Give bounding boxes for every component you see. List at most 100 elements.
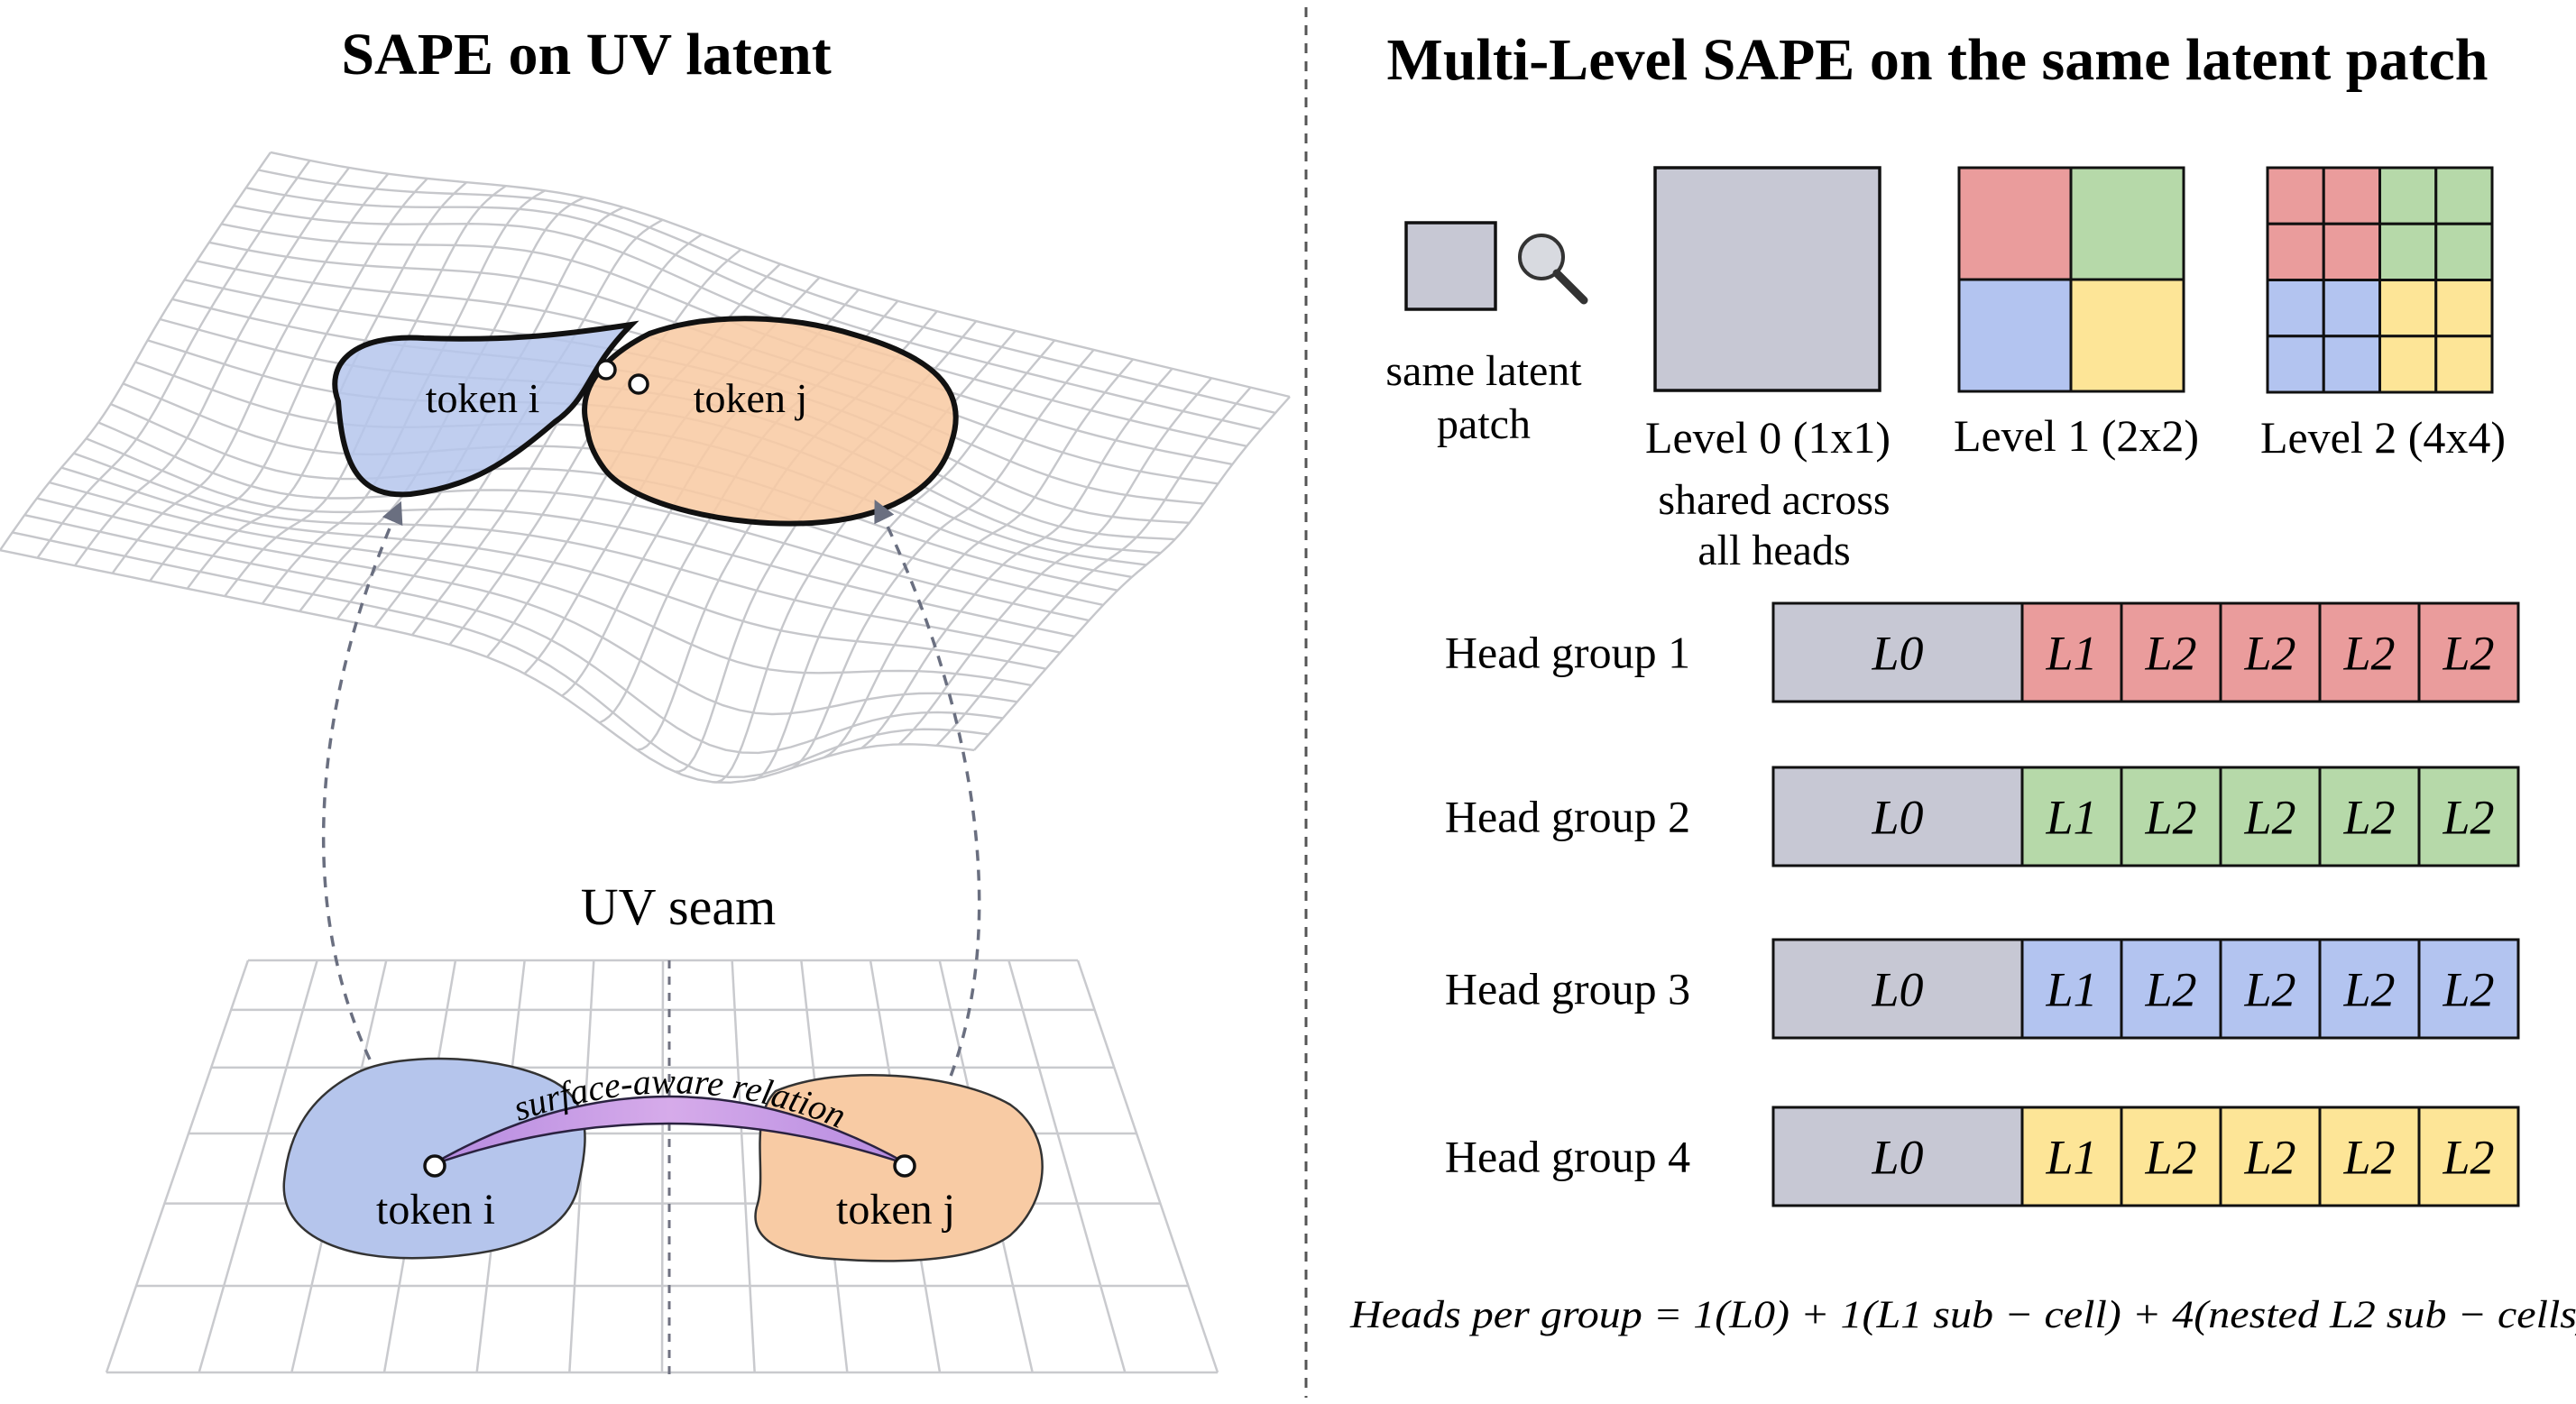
head-cell-label: L1 (2045, 791, 2097, 845)
head-cell (2318, 766, 2421, 867)
level-2-grid (2266, 166, 2494, 394)
mesh-line (73, 452, 1061, 654)
head-cell-label: L1 (2045, 1131, 2097, 1185)
head-cell (2020, 766, 2123, 867)
head-cell (2318, 1106, 2421, 1207)
head-cell-label: L0 (1871, 963, 1923, 1017)
head-cell-label: L1 (2045, 963, 2097, 1017)
mesh-line (49, 481, 1032, 687)
head-cell-label: L0 (1871, 791, 1923, 845)
level-2-cell (2266, 222, 2325, 281)
head-cell-label: L0 (1871, 627, 1923, 681)
level-2-cell (2322, 335, 2381, 394)
level-0-note-line-1: shared across (1658, 476, 1890, 524)
surface-token-j-point (628, 373, 649, 395)
head-cell (2120, 766, 2222, 867)
level-2-cell (2322, 222, 2381, 281)
uv-token-i-label: token i (376, 1186, 495, 1234)
mesh-line (36, 497, 1017, 716)
heads-formula: Heads per group = 1(L0) + 1(L1 sub − cel… (1349, 1294, 2576, 1336)
mesh-line (24, 514, 1003, 755)
surface-token-j-region (582, 316, 959, 527)
mesh-line (270, 151, 1291, 399)
head-cell-label: L2 (2144, 791, 2196, 845)
surface-token-regions: token i token j (332, 316, 959, 527)
head-cell-label: L2 (2342, 963, 2395, 1017)
head-cell-label: L1 (2045, 627, 2097, 681)
uv-grid-line (1076, 959, 1219, 1373)
head-cell-label: L2 (2243, 1131, 2295, 1185)
mesh-line (973, 396, 1291, 751)
surface-token-i-region (332, 320, 639, 498)
level-2-cell (2378, 166, 2438, 225)
head-cell (2417, 601, 2520, 703)
head-cell (2219, 1106, 2322, 1207)
head-cell-label: L2 (2243, 963, 2295, 1017)
mesh-line (12, 531, 989, 779)
uv-grid-line (105, 959, 250, 1373)
latent-patch-square (1404, 221, 1497, 311)
uv-grid-line (198, 959, 318, 1373)
mesh-line (935, 386, 1252, 747)
magnifier-icon (1518, 234, 1588, 305)
surface-token-i-label: token i (426, 375, 539, 421)
mesh-line (60, 466, 1046, 670)
level-2-cell (2322, 279, 2381, 338)
mesh-line (97, 421, 1090, 622)
left-title: SAPE on UV latent (341, 22, 831, 87)
head-cell-label: L2 (2442, 791, 2494, 845)
arrow-icon (874, 499, 981, 1165)
head-cell (1771, 601, 2024, 703)
head-group-label: Head group 1 (1445, 628, 1690, 678)
mesh-line (86, 437, 1075, 638)
head-group-label: Head group 3 (1445, 964, 1690, 1014)
mesh-line (245, 187, 1262, 431)
head-cell (2318, 938, 2421, 1040)
left-panel: SAPE on UV latent token i token j UV sea… (0, 22, 1291, 1375)
uv-grid-line (731, 959, 756, 1373)
head-cell (2020, 601, 2123, 703)
surface-token-j-label: token j (694, 375, 807, 421)
head-cell-label: L2 (2243, 627, 2295, 681)
uv-token-j-label: token j (836, 1186, 955, 1234)
right-panel: Multi-Level SAPE on the same latent patc… (1349, 27, 2576, 1336)
right-title: Multi-Level SAPE on the same latent patc… (1387, 27, 2489, 93)
level-2-cell (2266, 279, 2325, 338)
head-cell (2120, 601, 2222, 703)
head-cell-label: L2 (2442, 963, 2494, 1017)
head-cell (1771, 766, 2024, 867)
head-group-label: Head group 2 (1445, 792, 1690, 842)
patch-caption-line-1: same latent (1385, 347, 1582, 395)
level-2-cell (2434, 166, 2494, 225)
head-cell-label: L2 (2442, 627, 2494, 681)
arrow-icon (321, 500, 437, 1161)
mesh-line (74, 167, 350, 566)
head-cell (2318, 601, 2421, 703)
head-cell (2417, 1106, 2520, 1207)
level-2-cell (2434, 335, 2494, 394)
uv-grid-line (1007, 959, 1127, 1373)
head-cell (2219, 766, 2322, 867)
mesh-line (0, 549, 975, 785)
level-2-cell (2434, 279, 2494, 338)
head-cell-label: L2 (2144, 627, 2196, 681)
head-cell-label: L2 (2144, 1131, 2196, 1185)
head-cell (2020, 1106, 2123, 1207)
level-2-cell (2434, 222, 2494, 281)
level-2-cell (2266, 335, 2325, 394)
head-cell-label: L2 (2342, 1131, 2395, 1185)
uv-grid-line (660, 959, 665, 1373)
head-cell-label: L2 (2144, 963, 2196, 1017)
level-2-cell (2378, 279, 2438, 338)
uv-token-i-point (423, 1154, 446, 1178)
head-cell-label: L2 (2442, 1131, 2494, 1185)
patch-caption-line-2: patch (1437, 400, 1531, 448)
head-cell-label: L2 (2342, 791, 2395, 845)
surface-token-i-point (595, 359, 617, 381)
level-1-grid (1957, 166, 2185, 393)
level-1-label: Level 1 (2x2) (1954, 410, 2199, 461)
mesh-line (233, 205, 1247, 447)
head-cell-label: L2 (2342, 627, 2395, 681)
head-cell (2417, 766, 2520, 867)
